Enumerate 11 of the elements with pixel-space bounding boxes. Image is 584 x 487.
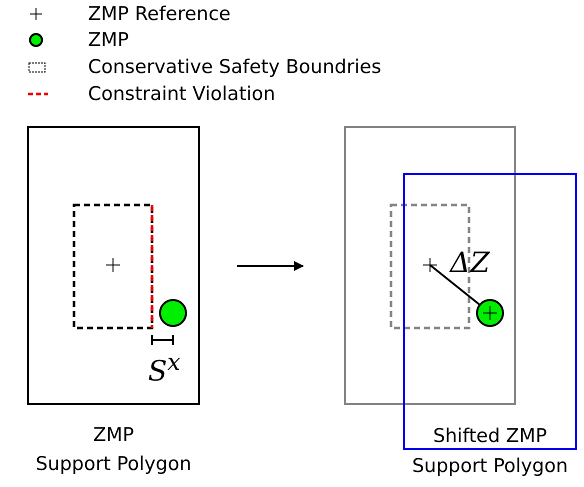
legend-text: Conservative Safety Boundries	[88, 55, 382, 79]
node-label: Shifted ZMP	[432, 424, 548, 449]
math-label: S$^{x}$	[148, 347, 180, 390]
node-label: Support Polygon	[411, 454, 569, 479]
legend-text: ZMP Reference	[88, 2, 231, 26]
legend-text: ZMP	[88, 28, 129, 52]
math-label: ΔZ	[450, 245, 490, 281]
legend-text: Constraint Violation	[88, 82, 276, 106]
node-label: Support Polygon	[34, 452, 192, 477]
arrow	[237, 261, 304, 271]
node-label: ZMP	[92, 423, 135, 448]
